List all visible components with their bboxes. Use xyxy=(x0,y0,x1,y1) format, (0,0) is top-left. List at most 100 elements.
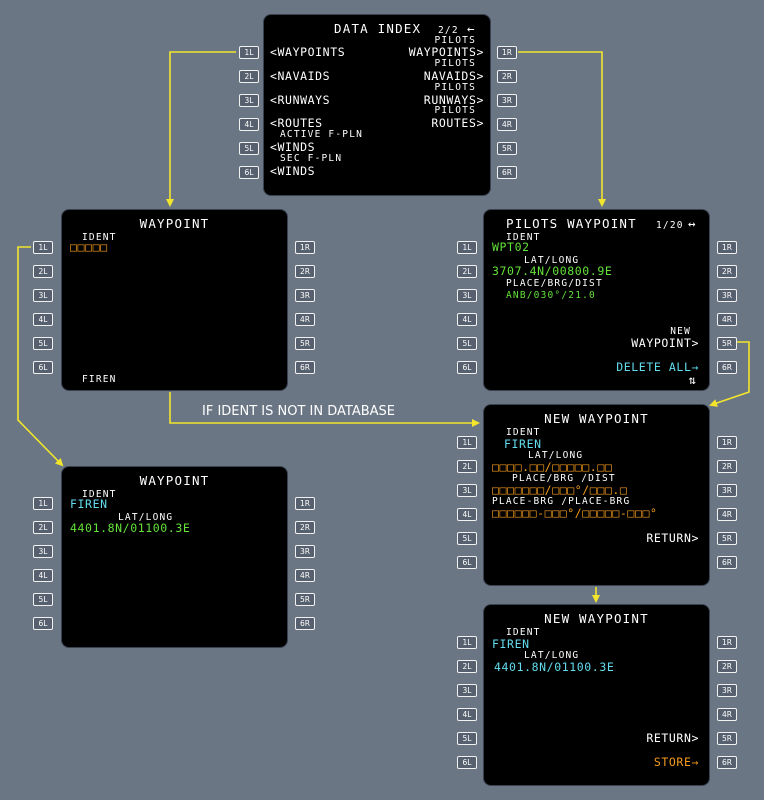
line-select-key-6r[interactable]: 6R xyxy=(295,617,315,630)
line-select-key-5l[interactable]: 5L xyxy=(457,732,477,745)
line-select-key-6l[interactable]: 6L xyxy=(33,361,53,374)
line-select-key-1r[interactable]: 1R xyxy=(497,46,517,59)
line-select-key-2l[interactable]: 2L xyxy=(457,265,477,278)
line-select-key-4l[interactable]: 4L xyxy=(239,118,259,131)
line-select-key-1r[interactable]: 1R xyxy=(295,241,315,254)
routes-prompt[interactable]: <ROUTES xyxy=(270,116,323,130)
store-prompt[interactable]: STORE→ xyxy=(653,755,699,769)
ident-value: FIREN xyxy=(492,637,530,651)
line-select-key-3l[interactable]: 3L xyxy=(457,684,477,697)
line-select-key-1l[interactable]: 1L xyxy=(33,497,53,510)
line-select-key-4r[interactable]: 4R xyxy=(295,313,315,326)
line-select-key-3r[interactable]: 3R xyxy=(717,684,737,697)
line-select-key-2r[interactable]: 2R xyxy=(717,460,737,473)
line-select-key-5l[interactable]: 5L xyxy=(457,337,477,350)
place-brg-dist-input-boxes[interactable]: □□□□□□□/□□□°/□□□.□ xyxy=(492,483,628,497)
line-select-key-4l[interactable]: 4L xyxy=(457,708,477,721)
line-select-key-2l[interactable]: 2L xyxy=(33,265,53,278)
ident-input-boxes[interactable]: □□□□□ xyxy=(70,240,108,254)
pilots-routes-prompt[interactable]: ROUTES> xyxy=(431,116,484,130)
line-select-key-3r[interactable]: 3R xyxy=(497,94,517,107)
line-select-key-6l[interactable]: 6L xyxy=(457,756,477,769)
arrow-ident-to-waypoint-result xyxy=(17,246,64,467)
line-select-key-5l[interactable]: 5L xyxy=(457,532,477,545)
line-select-key-4r[interactable]: 4R xyxy=(295,569,315,582)
active-winds-prompt[interactable]: <WINDS xyxy=(270,140,316,154)
line-select-key-2l[interactable]: 2L xyxy=(33,521,53,534)
line-select-key-2r[interactable]: 2R xyxy=(717,660,737,673)
line-select-key-4r[interactable]: 4R xyxy=(497,118,517,131)
line-select-key-4l[interactable]: 4L xyxy=(457,508,477,521)
latlong-input-boxes[interactable]: □□□□.□□/□□□□□.□□ xyxy=(492,460,613,474)
line-select-key-1l[interactable]: 1L xyxy=(457,636,477,649)
pilots-waypoints-prompt[interactable]: WAYPOINTS> xyxy=(408,45,484,59)
line-select-key-3l[interactable]: 3L xyxy=(33,289,53,302)
pilots-label: PILOTS xyxy=(434,35,476,46)
new-waypoint-prompt[interactable]: WAYPOINT> xyxy=(631,336,699,350)
line-select-key-1l[interactable]: 1L xyxy=(33,241,53,254)
line-select-key-3l[interactable]: 3L xyxy=(457,289,477,302)
line-select-key-5l[interactable]: 5L xyxy=(33,593,53,606)
waypoints-prompt[interactable]: <WAYPOINTS xyxy=(270,45,346,59)
line-select-key-6l[interactable]: 6L xyxy=(457,556,477,569)
line-select-key-4r[interactable]: 4R xyxy=(717,508,737,521)
line-select-key-2r[interactable]: 2R xyxy=(295,265,315,278)
sec-winds-prompt[interactable]: <WINDS xyxy=(270,164,316,178)
line-select-key-1r[interactable]: 1R xyxy=(295,497,315,510)
line-select-key-5r[interactable]: 5R xyxy=(497,142,517,155)
scratchpad[interactable]: FIREN xyxy=(82,374,117,385)
line-select-key-3l[interactable]: 3L xyxy=(33,545,53,558)
line-select-key-5r[interactable]: 5R xyxy=(717,532,737,545)
line-select-key-1l[interactable]: 1L xyxy=(457,241,477,254)
latlong-label: LAT/LONG xyxy=(118,512,174,523)
line-select-key-4r[interactable]: 4R xyxy=(717,313,737,326)
line-select-key-6r[interactable]: 6R xyxy=(497,166,517,179)
line-select-key-5r[interactable]: 5R xyxy=(717,337,737,350)
line-select-key-6l[interactable]: 6L xyxy=(239,166,259,179)
line-select-key-1r[interactable]: 1R xyxy=(717,636,737,649)
line-select-key-2l[interactable]: 2L xyxy=(457,660,477,673)
place-brg-dist-value: ANB/030°/21.0 xyxy=(506,290,596,301)
line-select-key-2r[interactable]: 2R xyxy=(717,265,737,278)
runways-prompt[interactable]: <RUNWAYS xyxy=(270,93,331,107)
line-select-key-5l[interactable]: 5L xyxy=(239,142,259,155)
line-select-key-3l[interactable]: 3L xyxy=(239,94,259,107)
page-title: PILOTS WAYPOINT xyxy=(506,216,637,231)
line-select-key-6l[interactable]: 6L xyxy=(457,361,477,374)
line-select-key-6l[interactable]: 6L xyxy=(33,617,53,630)
line-select-key-6r[interactable]: 6R xyxy=(295,361,315,374)
navaids-prompt[interactable]: <NAVAIDS xyxy=(270,69,331,83)
line-select-key-2r[interactable]: 2R xyxy=(295,521,315,534)
line-select-key-4l[interactable]: 4L xyxy=(457,313,477,326)
line-select-key-6r[interactable]: 6R xyxy=(717,361,737,374)
new-label: NEW xyxy=(670,326,691,337)
line-select-key-3l[interactable]: 3L xyxy=(457,484,477,497)
return-prompt[interactable]: RETURN> xyxy=(646,731,699,745)
delete-all-prompt[interactable]: DELETE ALL→ xyxy=(616,360,699,374)
return-prompt[interactable]: RETURN> xyxy=(646,531,699,545)
line-select-key-3r[interactable]: 3R xyxy=(295,289,315,302)
line-select-key-5r[interactable]: 5R xyxy=(717,732,737,745)
line-select-key-6r[interactable]: 6R xyxy=(717,756,737,769)
line-select-key-5r[interactable]: 5R xyxy=(295,593,315,606)
line-select-key-3r[interactable]: 3R xyxy=(295,545,315,558)
latlong-label: LAT/LONG xyxy=(524,255,580,266)
line-select-key-5r[interactable]: 5R xyxy=(295,337,315,350)
line-select-key-3r[interactable]: 3R xyxy=(717,289,737,302)
place-brg-place-brg-input-boxes[interactable]: □□□□□□-□□□°/□□□□□-□□□° xyxy=(492,506,658,520)
line-select-key-4l[interactable]: 4L xyxy=(33,313,53,326)
line-select-key-3r[interactable]: 3R xyxy=(717,484,737,497)
line-select-key-2r[interactable]: 2R xyxy=(497,70,517,83)
line-select-key-4r[interactable]: 4R xyxy=(717,708,737,721)
line-select-key-2l[interactable]: 2L xyxy=(457,460,477,473)
line-select-key-4l[interactable]: 4L xyxy=(33,569,53,582)
pilots-navaids-prompt[interactable]: NAVAIDS> xyxy=(423,69,484,83)
line-select-key-1r[interactable]: 1R xyxy=(717,241,737,254)
line-select-key-1r[interactable]: 1R xyxy=(717,436,737,449)
line-select-key-1l[interactable]: 1L xyxy=(457,436,477,449)
line-select-key-5l[interactable]: 5L xyxy=(33,337,53,350)
line-select-key-6r[interactable]: 6R xyxy=(717,556,737,569)
line-select-key-1l[interactable]: 1L xyxy=(239,46,259,59)
pilots-runways-prompt[interactable]: RUNWAYS> xyxy=(423,93,484,107)
line-select-key-2l[interactable]: 2L xyxy=(239,70,259,83)
